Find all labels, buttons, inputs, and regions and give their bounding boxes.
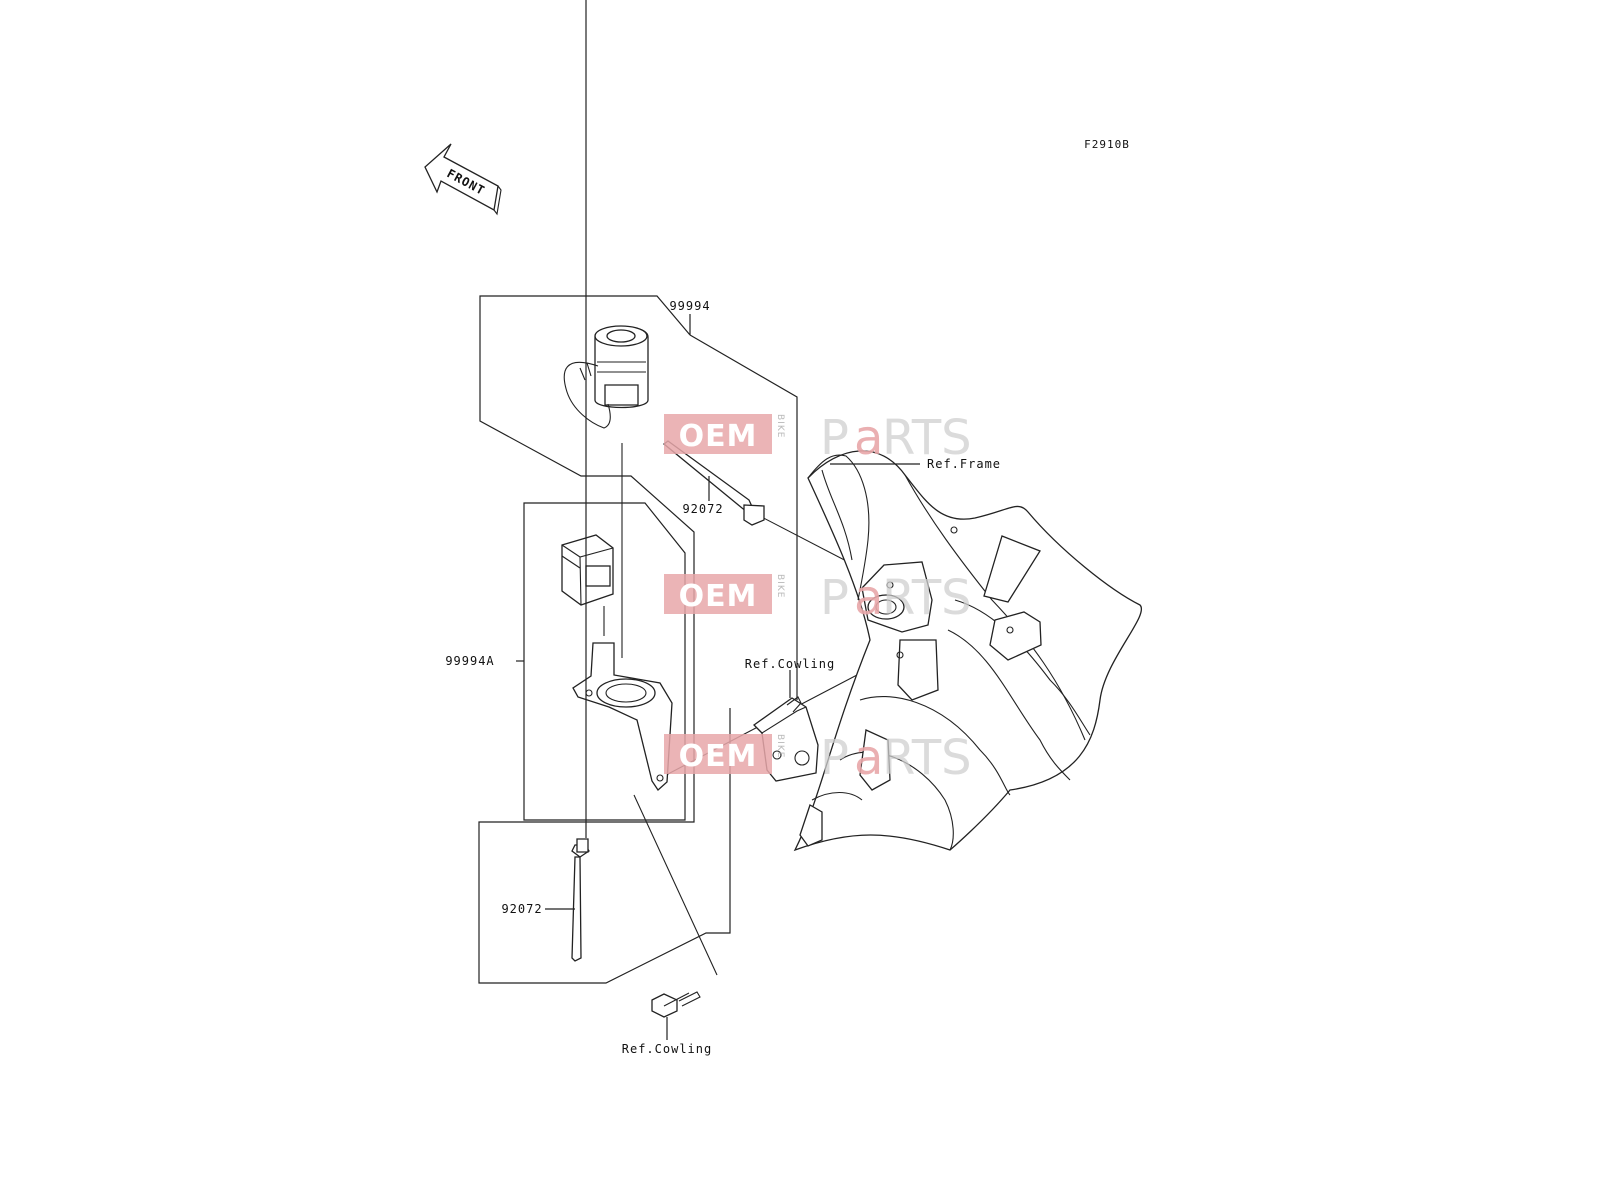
svg-text:a: a <box>854 730 883 786</box>
kit-outline-99994 <box>478 295 798 984</box>
svg-text:OEM: OEM <box>679 579 758 614</box>
accessory-socket-part <box>563 325 649 429</box>
label-ref-cowling-bottom: Ref.Cowling <box>622 1042 712 1056</box>
cable-tie-lower-part <box>545 0 590 962</box>
bolt-part <box>651 991 701 1040</box>
label-ref-cowling-mid: Ref.Cowling <box>745 657 835 671</box>
svg-text:a: a <box>854 570 883 626</box>
front-direction-arrow-icon: FRONT <box>424 143 502 216</box>
svg-text:RTS: RTS <box>882 570 972 626</box>
watermark-bike-1: BIKE <box>775 414 785 438</box>
label-kit-99994A: 99994A <box>445 654 494 668</box>
watermark-bike-2: BIKE <box>775 574 785 598</box>
svg-text:P: P <box>820 570 849 626</box>
svg-text:P: P <box>820 730 849 786</box>
watermark-2: OEM P a RTS <box>664 570 972 626</box>
mounting-bracket-part <box>572 642 673 791</box>
svg-text:RTS: RTS <box>882 730 972 786</box>
watermark-3: OEM P a RTS <box>664 730 972 786</box>
svg-text:OEM: OEM <box>679 739 758 774</box>
label-cable-tie-lower: 92072 <box>501 902 542 916</box>
figure-code: F2910B <box>1084 138 1130 151</box>
label-ref-frame: Ref.Frame <box>927 457 1001 471</box>
svg-text:OEM: OEM <box>679 419 758 454</box>
frame-cowling-assembly <box>793 450 1143 852</box>
label-kit-99994: 99994 <box>669 299 710 313</box>
svg-text:a: a <box>854 410 883 466</box>
label-cable-tie-upper: 92072 <box>682 502 723 516</box>
svg-text:P: P <box>820 410 849 466</box>
svg-text:RTS: RTS <box>882 410 972 466</box>
watermark-1: OEM P a RTS <box>664 410 972 466</box>
relay-box-part <box>561 534 614 606</box>
kit-outline-99994A <box>516 502 686 821</box>
watermark-bike-3: BIKE <box>775 734 785 758</box>
